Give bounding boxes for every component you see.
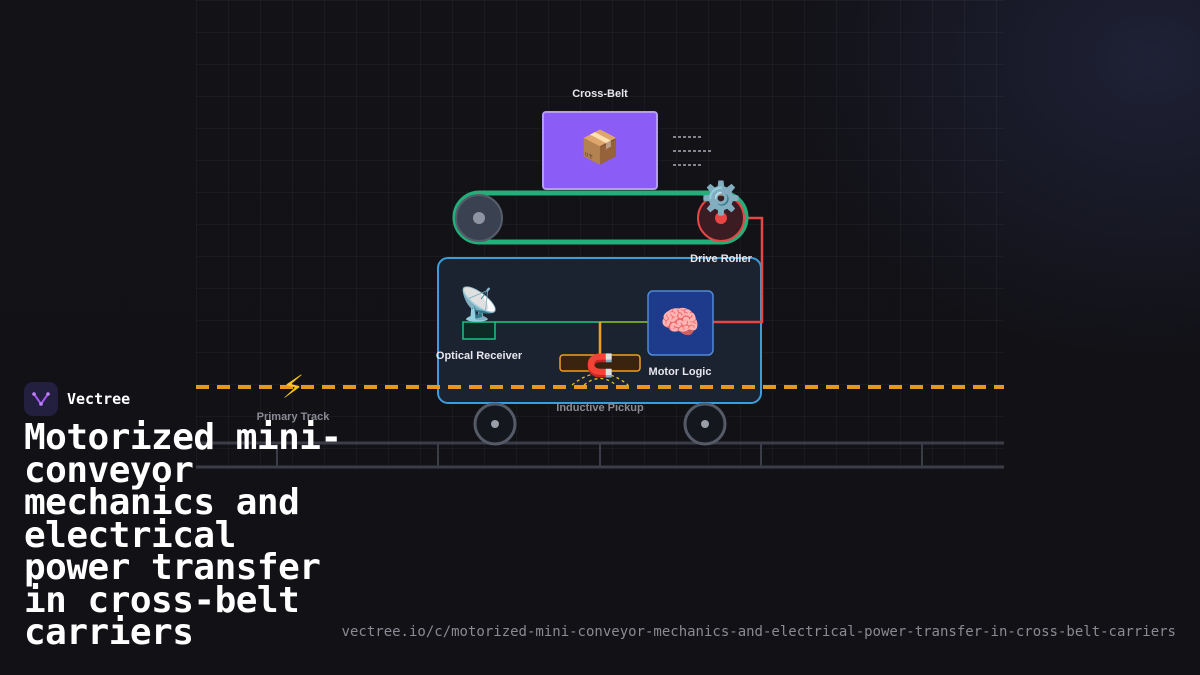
page-title: Motorized mini-conveyor mechanics and el…: [24, 417, 342, 653]
inductive-pickup-bar: [559, 354, 641, 372]
carrier-wheel-right: [683, 402, 727, 446]
lightning-icon: ⚡: [282, 368, 304, 406]
brain-icon: 🧠: [660, 303, 700, 341]
motion-lines: [673, 136, 713, 166]
brand: Vectree: [24, 382, 130, 416]
inductive-pickup-label: Inductive Pickup: [556, 402, 644, 414]
motor-logic-label: Motor Logic: [649, 366, 712, 378]
package-icon: 📦: [580, 128, 620, 166]
optical-receiver-label: Optical Receiver: [436, 350, 523, 362]
primary-track-label: Primary Track: [257, 411, 331, 423]
cross-belt-label: Cross-Belt: [572, 88, 628, 100]
carrier-wheel-left: [473, 402, 517, 446]
cross-belt-loop: [452, 190, 749, 245]
drive-roller: [697, 194, 745, 242]
induction-field-arcs: [571, 372, 629, 386]
optical-receiver-sensor: [462, 321, 496, 340]
gear-icon: ⚙️: [701, 179, 741, 217]
idler-roller: [455, 194, 503, 242]
vectree-logo-icon: [24, 382, 58, 416]
package-box: [542, 111, 658, 190]
brand-name: Vectree: [67, 390, 131, 408]
motor-logic-box: [647, 290, 714, 356]
drive-roller-label: Drive Roller: [690, 253, 752, 265]
antenna-icon: 📡: [459, 284, 499, 323]
page-url[interactable]: vectree.io/c/motorized-mini-conveyor-mec…: [341, 624, 1176, 640]
rail-base: [196, 441, 1004, 469]
magnet-icon: 🧲: [586, 353, 613, 379]
power-wire: [713, 216, 764, 324]
